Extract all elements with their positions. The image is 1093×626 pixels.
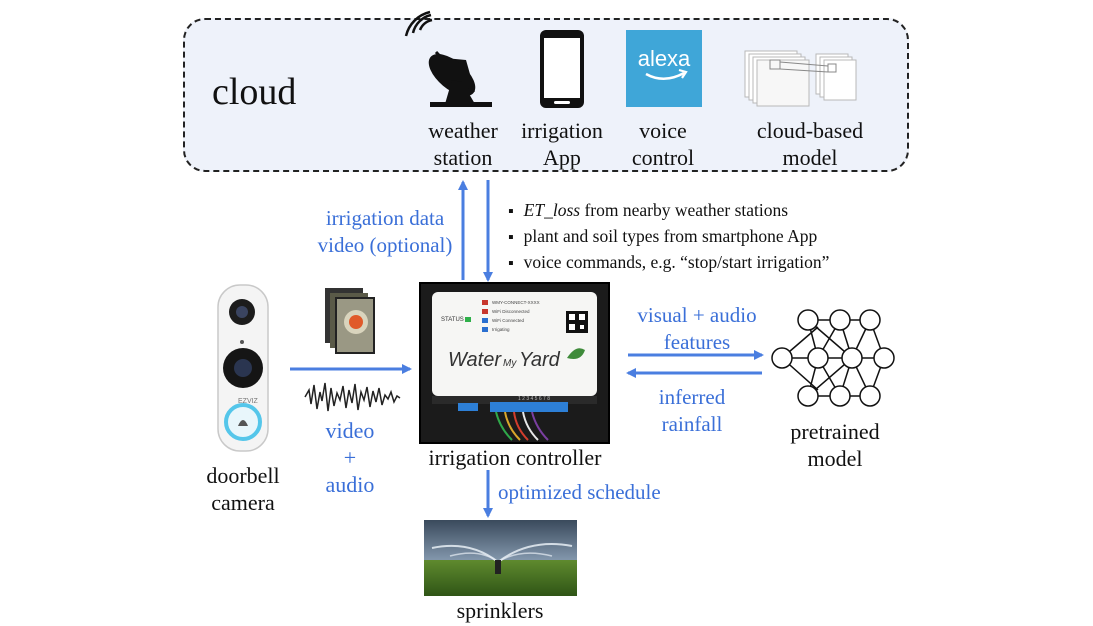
neural-network-icon [771, 309, 895, 407]
cloud-title: cloud [212, 71, 297, 113]
smartphone-icon [540, 30, 584, 108]
satellite-dish-icon [404, 10, 492, 107]
video-frames-image [325, 288, 375, 354]
irrigation-controller-image [419, 282, 610, 444]
sprinklers-label: sprinklers [456, 598, 544, 623]
alexa-logo: alexa [626, 30, 702, 107]
led-label-3: WiFi Connected [492, 318, 525, 323]
controller-brand-yard: Yard [519, 349, 561, 371]
video-audio-label: video+audio [325, 418, 375, 497]
controller-brand-water: Water [448, 349, 502, 371]
sprinklers-image [424, 520, 577, 596]
alexa-word: alexa [638, 46, 691, 71]
led-label-1: WMY-CONNECT-XXXX [492, 300, 540, 305]
bullet-plant-soil: plant and soil types from smartphone App [508, 224, 829, 250]
doorbell-brand: EZVIZ [238, 398, 259, 405]
stacked-frames-icon [744, 50, 857, 107]
terminal-numbers: 1 2 3 4 5 6 7 8 [518, 396, 550, 402]
bullet-et-loss: ET_loss from nearby weather stations [508, 198, 829, 224]
audio-waveform [304, 382, 401, 412]
led-label-4: Irrigating [492, 327, 510, 332]
controller-label: irrigation controller [428, 445, 602, 470]
downlink-bullets: ET_loss from nearby weather stations pla… [508, 198, 830, 276]
schedule-label: optimized schedule [498, 480, 661, 504]
controller-brand-my: My [503, 358, 517, 369]
doorbell-camera-image [217, 284, 269, 452]
controller-status-text: STATUS [441, 317, 464, 323]
bullet-voice-commands: voice commands, e.g. “stop/start irrigat… [508, 250, 830, 276]
led-label-2: WiFi Disconnected [492, 309, 530, 314]
